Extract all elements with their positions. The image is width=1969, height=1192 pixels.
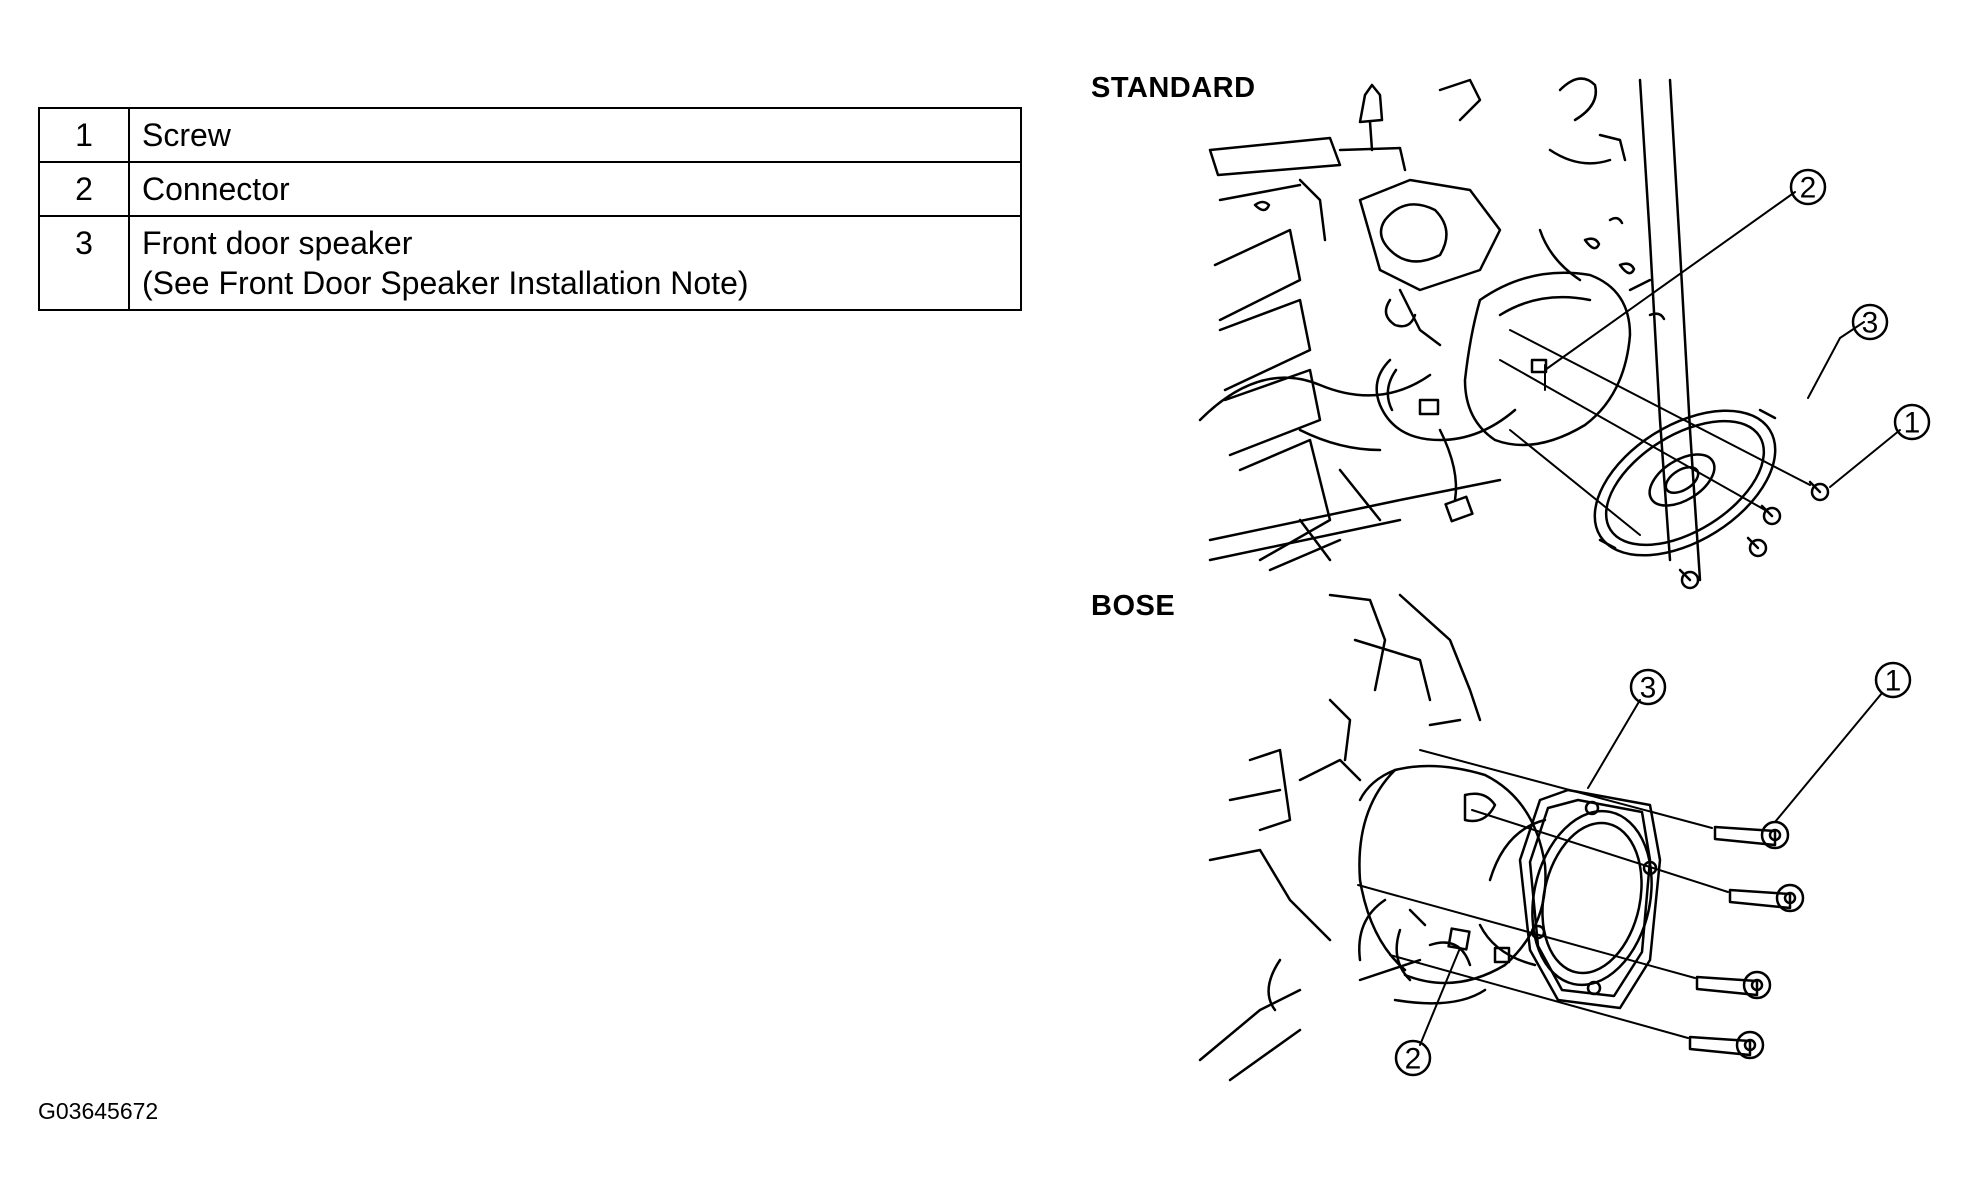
legend-text: Screw xyxy=(142,117,231,153)
callout-number: 1 xyxy=(1885,665,1902,698)
legend-number: 3 xyxy=(38,215,130,311)
standard-view-label: STANDARD xyxy=(1091,72,1256,104)
legend-row: 2 Connector xyxy=(38,161,1022,217)
standard-leader-lines xyxy=(1499,329,1811,536)
bose-screws xyxy=(1688,820,1805,1060)
callout-1-standard xyxy=(1893,403,1931,441)
legend-row: 1 Screw xyxy=(38,107,1022,163)
legend-number: 1 xyxy=(38,107,130,163)
callout-1-bose xyxy=(1874,661,1912,699)
callout-number: 2 xyxy=(1405,1043,1422,1076)
callout-number: 2 xyxy=(1800,172,1817,205)
legend-description: Screw xyxy=(128,107,1022,163)
callout-number: 1 xyxy=(1904,407,1921,440)
legend-row: 3 Front door speaker (See Front Door Spe… xyxy=(38,215,1022,311)
figure-code: G03645672 xyxy=(38,1098,159,1124)
bose-view-label: BOSE xyxy=(1091,590,1176,622)
callout-number: 3 xyxy=(1640,672,1657,705)
standard-door-drawing xyxy=(1198,77,1702,582)
legend-description: Front door speaker (See Front Door Speak… xyxy=(128,215,1022,311)
standard-callouts xyxy=(1530,168,1931,488)
callout-3-standard xyxy=(1851,303,1889,341)
parts-legend-table: 1 Screw 2 Connector 3 Front door speaker… xyxy=(38,107,1022,311)
bose-leader-lines xyxy=(1357,749,1729,1039)
legend-text: Front door speaker xyxy=(142,225,413,261)
bose-speaker-drawing xyxy=(1478,788,1662,1010)
standard-speaker-drawing xyxy=(1593,408,1777,557)
legend-note-text: (See Front Door Speaker Installation Not… xyxy=(142,265,749,301)
standard-screws xyxy=(1678,480,1830,590)
bose-callouts xyxy=(1394,661,1912,1077)
callout-2-bose xyxy=(1394,1039,1432,1077)
callout-number: 3 xyxy=(1862,307,1879,340)
callout-2-standard xyxy=(1789,168,1827,206)
legend-number: 2 xyxy=(38,161,130,217)
legend-text: Connector xyxy=(142,171,290,207)
legend-description: Connector xyxy=(128,161,1022,217)
callout-3-bose xyxy=(1629,668,1667,706)
bose-door-drawing xyxy=(1198,593,1547,1082)
